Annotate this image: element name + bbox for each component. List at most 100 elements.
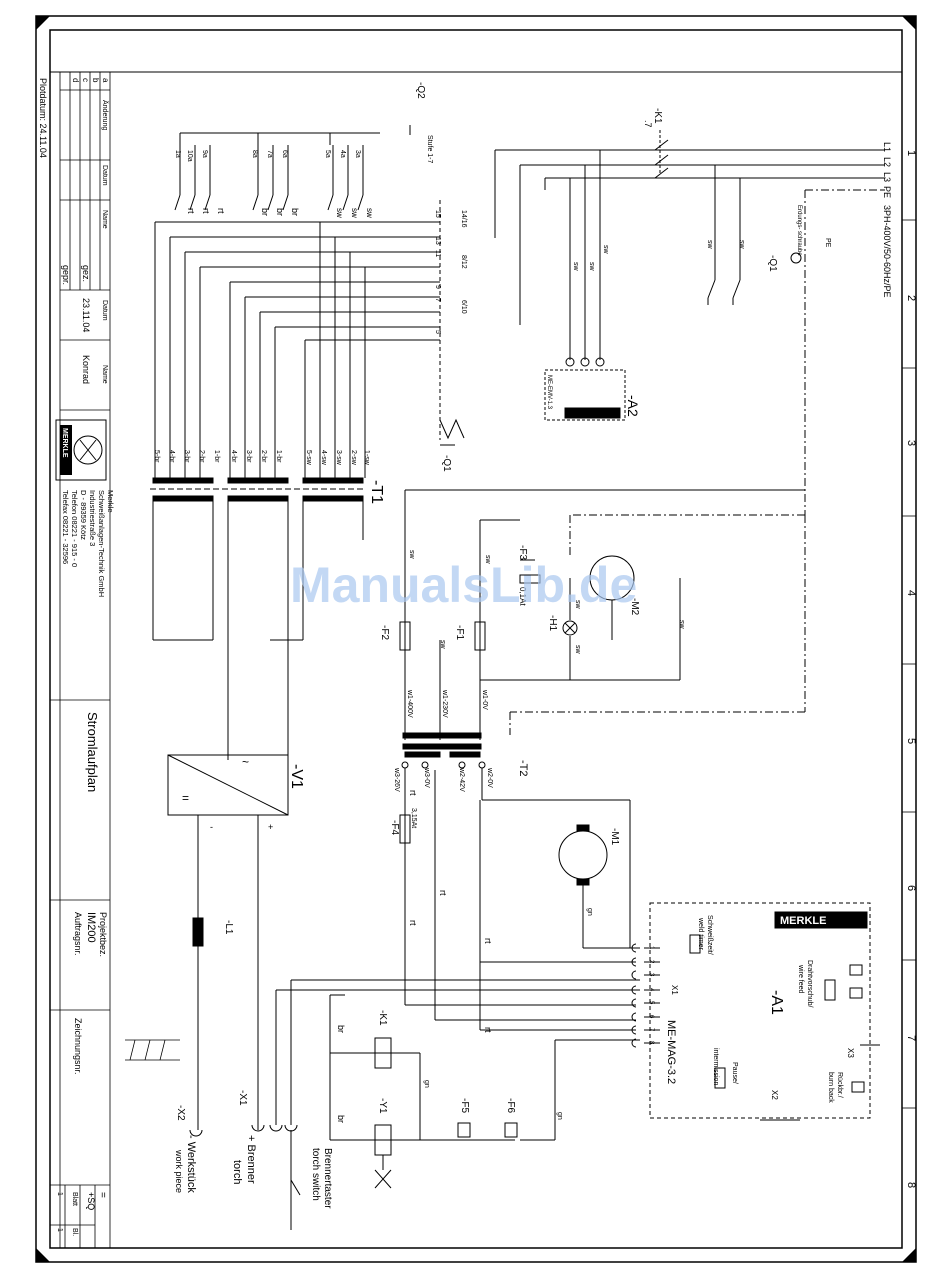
h1-label: -H1	[547, 615, 558, 632]
a1-logo: MERKLE	[780, 915, 826, 927]
project-value: IM200	[85, 912, 97, 943]
x1-terminal-number: 4	[648, 988, 654, 992]
workpiece-label-en: work piece	[174, 1149, 184, 1193]
q1-top-label: -Q1	[767, 255, 778, 272]
a1-board	[649, 902, 880, 1121]
torch-switch-label-en: torch switch	[310, 1148, 321, 1201]
wire-color-gn: gn	[423, 1080, 430, 1088]
wire-color-rt: rt	[438, 890, 448, 896]
data-col-name: Name	[101, 365, 108, 384]
merkle-logo: MERKLE	[55, 419, 107, 481]
burnback-label-en: burn back	[827, 1072, 834, 1103]
tap-label: 3a	[354, 150, 361, 158]
t1-tap-label: 1-sw	[363, 450, 370, 466]
watermark: ManualsLib.de	[290, 557, 637, 613]
k1-top-label: -K1	[652, 108, 663, 124]
title-block-text: Plotdatum: 24.11.04 a b c d Änderung Dat…	[38, 78, 115, 1236]
zone-7: 7	[905, 1035, 917, 1041]
sheet-label: Blatt	[71, 1192, 78, 1206]
wire-color-sw: sw	[574, 600, 581, 610]
tap-label: 7a	[266, 150, 273, 158]
wire-color-rt: rt	[483, 938, 493, 944]
pos-label: 9	[434, 285, 441, 289]
v1-label: -V1	[288, 764, 305, 789]
drawing-title: Stromlaufplan	[85, 712, 100, 792]
wire-color-sw: sw	[335, 208, 344, 218]
rev-col-date: Datum	[101, 165, 108, 186]
wire-color-br: br	[260, 208, 270, 216]
drawing-no-label: Zeichnungsnr.	[73, 1018, 83, 1075]
fan-circuit	[480, 519, 681, 681]
pause-label: Pause/	[731, 1062, 738, 1084]
t1-tap-label: 1-br	[275, 450, 282, 463]
tap-label: 9a	[201, 150, 208, 158]
a1-label: -A1	[768, 990, 785, 1015]
f5-label: -F5	[459, 1098, 470, 1113]
t1-tap-label: 2-br	[198, 450, 205, 463]
k1-coil-label: -K1	[377, 1010, 388, 1026]
pos-label: 6/10	[460, 300, 467, 314]
tap-label: 4a	[339, 150, 346, 158]
gepr-label: gepr.	[61, 265, 71, 285]
v1-plus: +	[268, 822, 273, 832]
x1-label: -X1	[237, 1090, 248, 1106]
x1-terminal-number: 1	[648, 946, 654, 950]
wire-color-gn: gn	[586, 908, 593, 916]
gez-name: Konrad	[81, 355, 91, 384]
sheets-value: 1	[56, 1228, 63, 1232]
order-label: Auftragsnr.	[73, 912, 83, 956]
a2-filter	[544, 150, 626, 421]
x1-terminal-number: 7	[648, 1028, 654, 1032]
ground-label: Erdungs- schraube	[796, 205, 802, 256]
t1-tap-label: 4-br	[230, 450, 237, 463]
q2-step-switch	[179, 125, 441, 440]
tap-wires	[154, 145, 440, 478]
wire-color-rt: rt	[201, 208, 211, 214]
f3-label: -F3	[517, 545, 528, 560]
project-label: Projektbez.	[98, 912, 108, 957]
wire-feed-label-en: wire feed	[797, 964, 804, 994]
data-col-date: Datum	[101, 300, 108, 321]
q2-label: -Q2	[415, 82, 426, 99]
rev-a: a	[101, 78, 110, 83]
pos-label: 13	[434, 237, 441, 245]
m2-label: -M2	[629, 598, 640, 616]
pos-label: 15	[434, 210, 441, 218]
t1-tap-label: 2-sw	[350, 450, 357, 466]
wire-color-sw: sw	[365, 208, 374, 218]
outputs	[189, 979, 640, 1230]
sheet-value: 1	[56, 1192, 63, 1196]
rev-c: c	[81, 78, 90, 82]
x2-label: -X2	[175, 1105, 186, 1121]
company-line-5: Telefon 08221 - 915 - 0	[70, 490, 79, 567]
t1-tap-label: 5-br	[153, 450, 160, 463]
rev-col-name: Name	[101, 210, 108, 229]
k1-top-note: .7	[643, 120, 653, 128]
gez-label: gez.	[81, 265, 91, 282]
t1-tap-label: 3-br	[183, 450, 190, 463]
pos-label: 7	[434, 298, 441, 302]
a1-sublabel: ME-MAG-3.2	[665, 1020, 677, 1084]
supply-l2: L2	[882, 157, 892, 167]
torch-label-en: torch	[231, 1160, 243, 1184]
torch-label: + Brenner	[245, 1135, 257, 1184]
v1-ac: ~	[242, 755, 249, 769]
ground-symbol	[790, 252, 802, 264]
switch-legend	[125, 1039, 180, 1061]
wire-feed-label: Drahtvorschub/	[806, 960, 813, 1008]
control-circuit	[329, 994, 640, 1189]
rev-col-change: Änderung	[101, 100, 109, 130]
f4-value: 3,15At	[410, 808, 417, 828]
zone-5: 5	[905, 738, 917, 744]
wire-color-sw: sw	[439, 640, 446, 650]
a2-label: -A2	[625, 395, 641, 417]
v1-minus: -	[210, 822, 213, 832]
f2-label: -F2	[379, 625, 390, 640]
secondary-rating: w3-0V	[423, 767, 430, 788]
pos-label: 14/16	[460, 210, 467, 228]
company-line-2: Schweißanlagen-Technik GmbH	[97, 490, 106, 597]
wire-color-br: br	[336, 1115, 346, 1123]
mains-supply	[495, 130, 885, 735]
weld-timer-label: Schweißzeit/	[706, 915, 713, 955]
